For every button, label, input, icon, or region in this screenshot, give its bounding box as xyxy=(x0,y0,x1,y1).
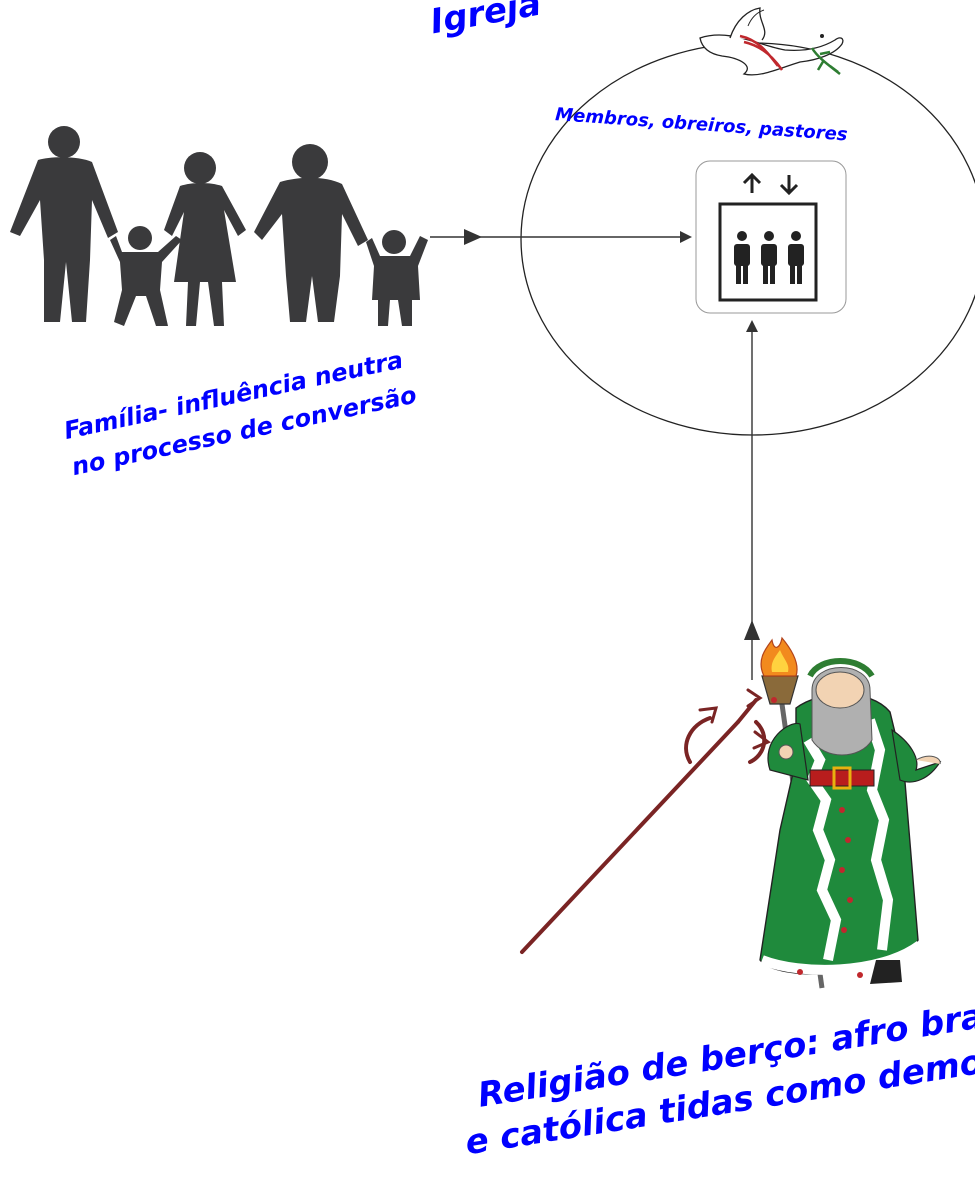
dove-icon xyxy=(699,7,844,76)
family-arrow-mid-head xyxy=(464,229,482,245)
trident-icon xyxy=(520,688,771,954)
title-text: Igreja xyxy=(427,0,544,42)
family-silhouette xyxy=(10,126,428,326)
pagan-figure-with-torch xyxy=(759,636,942,989)
church-circle-label: Membros, obreiros, pastores xyxy=(555,104,849,145)
origin-arrow-mid-head xyxy=(744,620,760,640)
elevator-icon xyxy=(695,160,847,314)
